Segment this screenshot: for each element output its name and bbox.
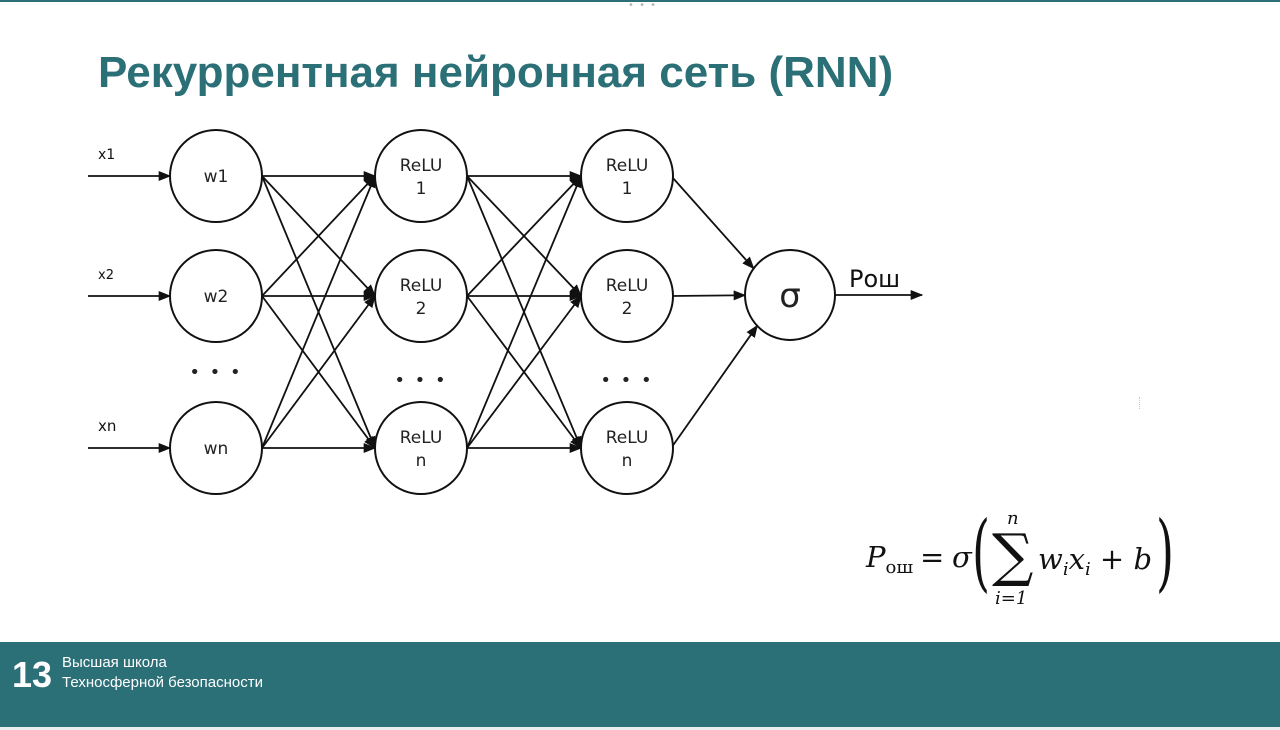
formula-lhs-sub: ош bbox=[885, 557, 914, 578]
output-label: Pош bbox=[849, 265, 900, 293]
neuron-label: w2 bbox=[204, 287, 229, 307]
neuron-3-1 bbox=[580, 129, 674, 223]
neuron-2-3 bbox=[374, 401, 468, 495]
input-label-xn: xn bbox=[98, 417, 116, 435]
connection-edge bbox=[466, 294, 582, 449]
neuron-3-2 bbox=[580, 249, 674, 343]
neuron-label: n bbox=[622, 451, 633, 471]
neuron-1-3 bbox=[169, 401, 263, 495]
connections bbox=[88, 170, 924, 454]
neuron-label: 2 bbox=[622, 299, 633, 319]
neuron-label: wn bbox=[204, 439, 229, 459]
neuron-label: 1 bbox=[622, 179, 633, 199]
organization-line-1: Высшая школа bbox=[62, 654, 167, 671]
formula-sum-lower: i=1 bbox=[995, 588, 1028, 609]
formula-sum-symbol: ∑ bbox=[992, 521, 1034, 589]
output-edge bbox=[670, 324, 758, 449]
neuron-label: n bbox=[416, 451, 427, 471]
footer-bottom-rule bbox=[0, 727, 1280, 730]
neuron-label: w1 bbox=[204, 167, 229, 187]
neuron-1-2 bbox=[169, 249, 263, 343]
neuron-label: ReLU bbox=[400, 156, 443, 176]
neuron-label: ReLU bbox=[400, 276, 443, 296]
connection-edge bbox=[261, 175, 376, 297]
formula-right-paren: ) bbox=[1156, 503, 1175, 601]
neuron-label: ReLU bbox=[606, 156, 649, 176]
neuron-2-2 bbox=[374, 249, 468, 343]
formula-lhs: Pош bbox=[866, 540, 914, 578]
neuron-label: ReLU bbox=[606, 428, 649, 448]
slide-handle-icon[interactable]: • • • bbox=[628, 0, 658, 11]
formula-equals: = bbox=[920, 540, 945, 574]
ellipsis-dots: • • • bbox=[189, 362, 242, 383]
input-label-x2: x2 bbox=[98, 268, 114, 283]
neuron-2-1 bbox=[374, 129, 468, 223]
neuron-label: ReLU bbox=[400, 428, 443, 448]
neuron-label: ReLU bbox=[606, 276, 649, 296]
neurons bbox=[169, 129, 836, 495]
connection-edge bbox=[261, 294, 376, 449]
output-edge bbox=[671, 290, 747, 301]
formula-sigma: σ bbox=[952, 540, 972, 574]
organization-line-2: Техносферной безопасности bbox=[62, 674, 263, 691]
neuron-3-3 bbox=[580, 401, 674, 495]
neuron-label: 2 bbox=[416, 299, 427, 319]
formula-left-paren: ( bbox=[972, 503, 991, 601]
input-label-x1: x1 bbox=[98, 147, 115, 163]
footer-bar: 13 Высшая школа Техносферной безопасност… bbox=[0, 642, 1280, 727]
top-rule bbox=[0, 0, 1280, 2]
neuron-1-1 bbox=[169, 129, 263, 223]
page-number: 13 bbox=[12, 654, 53, 695]
connection-edge bbox=[466, 175, 582, 297]
output-neuron bbox=[744, 249, 836, 341]
neuron-label: 1 bbox=[416, 179, 427, 199]
ellipsis-dots: • • • bbox=[600, 370, 653, 391]
formula-body: wixi + b bbox=[1038, 542, 1153, 580]
connection-edge bbox=[466, 174, 582, 449]
formula-sum-upper: n bbox=[1007, 508, 1019, 529]
sigma-symbol: σ bbox=[779, 276, 801, 316]
connection-edge bbox=[261, 174, 376, 449]
output-edge bbox=[670, 175, 755, 270]
scroll-marker bbox=[1139, 397, 1142, 409]
slide-title: Рекуррентная нейронная сеть (RNN) bbox=[98, 48, 894, 97]
ellipsis-dots: • • • bbox=[394, 370, 447, 391]
rnn-formula: Pош = σ ( n ∑ i=1 wixi + b ) bbox=[866, 508, 1186, 613]
